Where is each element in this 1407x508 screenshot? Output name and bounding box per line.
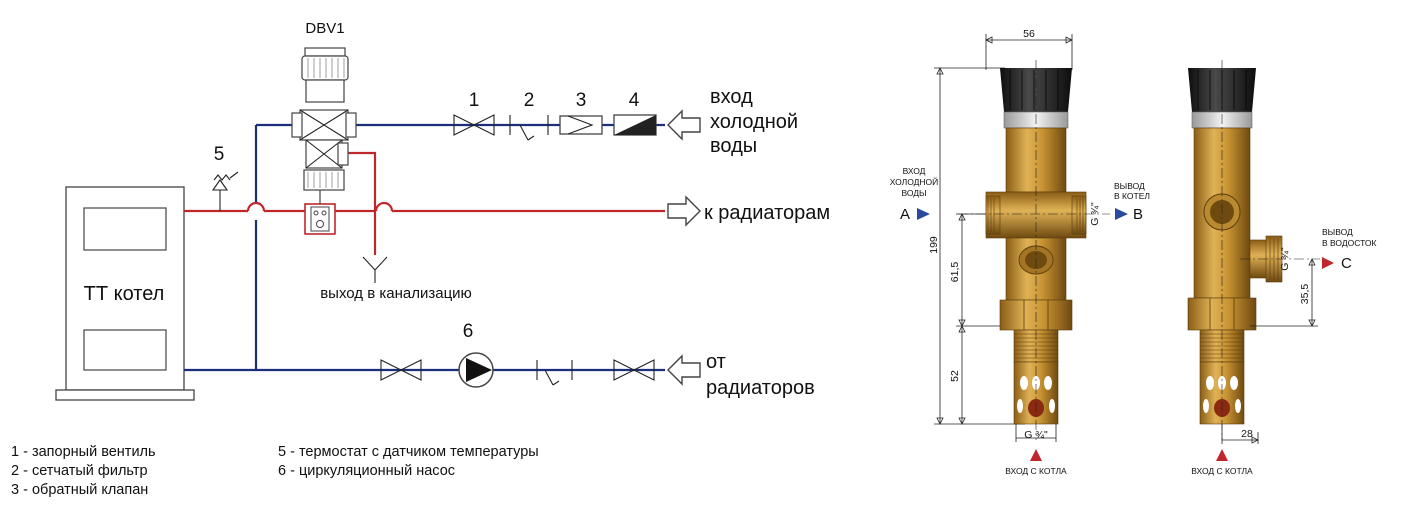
svg-text:5: 5	[214, 144, 225, 165]
front-dim-lower: 52	[949, 370, 961, 382]
front-view-drawing: 56 199 61,5 52	[890, 28, 1150, 476]
side-outlet-c-caption-1: ВЫВОД	[1322, 227, 1353, 237]
boiler-panel-top	[83, 207, 167, 251]
valve-1: 1	[453, 90, 495, 136]
boiler: ТТ котел	[55, 186, 195, 401]
svg-text:4: 4	[629, 90, 640, 111]
front-outlet-b-caption-1: ВЫВОД	[1114, 181, 1145, 191]
legend-item-6: 6 - циркуляционный насос	[278, 463, 455, 479]
front-inlet-a-caption-2: ХОЛОДНОЙ	[890, 176, 939, 187]
port-b-arrow	[1115, 208, 1128, 220]
pump-6: 6	[458, 321, 494, 388]
port-a-arrow	[917, 208, 930, 220]
front-outlet-b-caption-2: В КОТЕЛ	[1114, 191, 1150, 201]
filter-return	[536, 360, 573, 386]
svg-text:3: 3	[576, 90, 587, 111]
front-inlet-a-caption-1: ВХОД	[903, 166, 926, 176]
front-inlet-arrow	[1030, 449, 1042, 461]
front-bottom-caption: ВХОД С КОТЛА	[1005, 466, 1067, 476]
legend: 1 - запорный вентиль 2 - сетчатый фильтр…	[11, 444, 539, 498]
side-view-drawing: 35,5 G ¾" 28 ВЫВОД В ВОДОСТОК C ВХОД С К…	[1187, 60, 1376, 476]
legend-item-1: 1 - запорный вентиль	[11, 444, 156, 460]
legend-item-3: 3 - обратный клапан	[11, 482, 148, 498]
piping-scheme: ТТ котел выход в канализацию 5 DBV1	[11, 20, 830, 498]
from-radiators-arrow	[667, 354, 701, 386]
side-outlet-c-caption-2: В ВОДОСТОК	[1322, 238, 1376, 248]
side-dim-bottom: 28	[1241, 428, 1253, 440]
front-port-a: A	[900, 206, 910, 223]
side-inlet-arrow	[1216, 449, 1228, 461]
cold-inlet-label-3: воды	[710, 135, 757, 157]
cold-inlet-label-1: вход	[710, 86, 753, 108]
front-thread-bottom: G ¾"	[1024, 429, 1048, 441]
dbv1-valve-symbol: DBV1	[291, 20, 357, 235]
front-dim-upper: 61,5	[949, 262, 961, 283]
valve-return-left	[380, 359, 422, 381]
front-dim-width: 56	[1023, 28, 1035, 40]
cold-inlet-arrow	[667, 109, 701, 141]
port-c-arrow	[1322, 257, 1334, 269]
from-radiators-label-2: радиаторов	[706, 377, 815, 399]
component-4: 4	[613, 90, 657, 136]
pipe-crossover	[246, 201, 266, 212]
front-dim-height: 199	[928, 236, 940, 254]
legend-item-2: 2 - сетчатый фильтр	[11, 463, 148, 479]
svg-text:6: 6	[463, 321, 474, 342]
from-radiators-label-1: от	[706, 351, 726, 373]
boiler-panel-bottom	[83, 329, 167, 371]
cold-inlet-label-2: холодной	[710, 111, 798, 133]
legend-item-5: 5 - термостат с датчиком температуры	[278, 444, 539, 460]
drain-label: выход в канализацию	[320, 285, 472, 302]
boiler-label: ТТ котел	[84, 283, 165, 305]
to-radiators-arrow	[667, 195, 701, 227]
thermostat-5: 5	[211, 144, 239, 211]
svg-text:1: 1	[469, 90, 480, 111]
side-port-c: C	[1341, 255, 1352, 272]
front-port-b: B	[1133, 206, 1143, 223]
drain-funnel	[362, 256, 388, 283]
front-inlet-a-caption-3: ВОДЫ	[901, 188, 926, 198]
front-thread-side: G ¾"	[1089, 202, 1101, 226]
to-radiators-label: к радиаторам	[704, 202, 830, 224]
dbv1-label: DBV1	[305, 20, 344, 37]
svg-text:2: 2	[524, 90, 535, 111]
side-thread: G ¾"	[1279, 247, 1291, 271]
valve-return-right	[613, 359, 655, 381]
side-bottom-caption: ВХОД С КОТЛА	[1191, 466, 1253, 476]
filter-2: 2	[509, 90, 549, 141]
check-valve-3: 3	[559, 90, 603, 135]
front-knob	[1000, 68, 1072, 112]
side-dim-offset: 35,5	[1299, 284, 1311, 305]
